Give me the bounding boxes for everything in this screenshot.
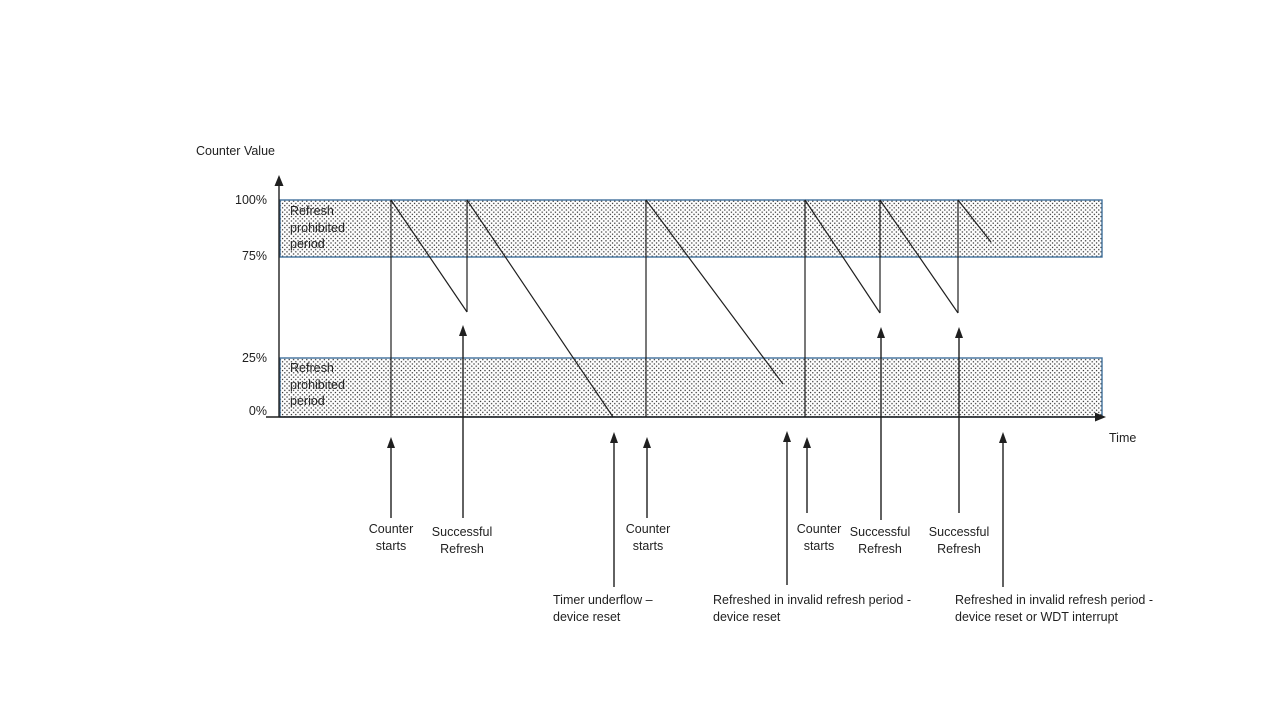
successful-refresh-3-label: Successful Refresh (928, 525, 990, 556)
invalid-refresh-2-arrowhead-icon (999, 432, 1007, 443)
y-tick-label: 100% (235, 193, 267, 207)
counter-trace-segment (390, 199, 468, 313)
timer-underflow-arrowhead-icon (610, 432, 618, 443)
x-axis-arrowhead-icon (1095, 412, 1106, 422)
counter-trace-segment (645, 199, 784, 385)
refresh-prohibited-band (279, 199, 1103, 258)
timer-underflow-label: Timer underflow – device reset (553, 593, 653, 624)
counter-trace-segment (957, 199, 992, 243)
x-axis-title: Time (1109, 431, 1137, 445)
y-axis-arrowhead-icon (274, 175, 284, 186)
y-axis-title: Counter Value (196, 144, 275, 158)
successful-refresh-1-label: Successful Refresh (431, 525, 493, 556)
successful-refresh-3-arrowhead-icon (955, 327, 963, 338)
invalid-refresh-1-arrowhead-icon (783, 431, 791, 442)
refresh-prohibited-band (279, 357, 1103, 418)
counter-trace-segment (879, 199, 959, 314)
refresh-prohibited-label: Refresh prohibited period (290, 361, 345, 408)
counter-starts-1-label: Counter starts (368, 522, 414, 553)
y-tick-label: 25% (241, 351, 267, 365)
y-tick-label: 0% (248, 404, 267, 418)
counter-starts-3-label: Counter starts (796, 522, 842, 553)
invalid-refresh-2-label: Refreshed in invalid refresh period - de… (955, 593, 1154, 624)
counter-trace-segment (804, 199, 881, 314)
counter-starts-2-label: Counter starts (625, 522, 671, 553)
y-tick-label: 75% (241, 249, 267, 263)
counter-starts-3-arrowhead-icon (803, 437, 811, 448)
successful-refresh-1-arrowhead-icon (459, 325, 467, 336)
counter-starts-1-arrowhead-icon (387, 437, 395, 448)
refresh-prohibited-label: Refresh prohibited period (290, 204, 345, 251)
invalid-refresh-1-label: Refreshed in invalid refresh period - de… (713, 593, 912, 624)
successful-refresh-2-label: Successful Refresh (849, 525, 911, 556)
successful-refresh-2-arrowhead-icon (877, 327, 885, 338)
counter-trace-segment (466, 199, 614, 418)
counter-starts-2-arrowhead-icon (643, 437, 651, 448)
